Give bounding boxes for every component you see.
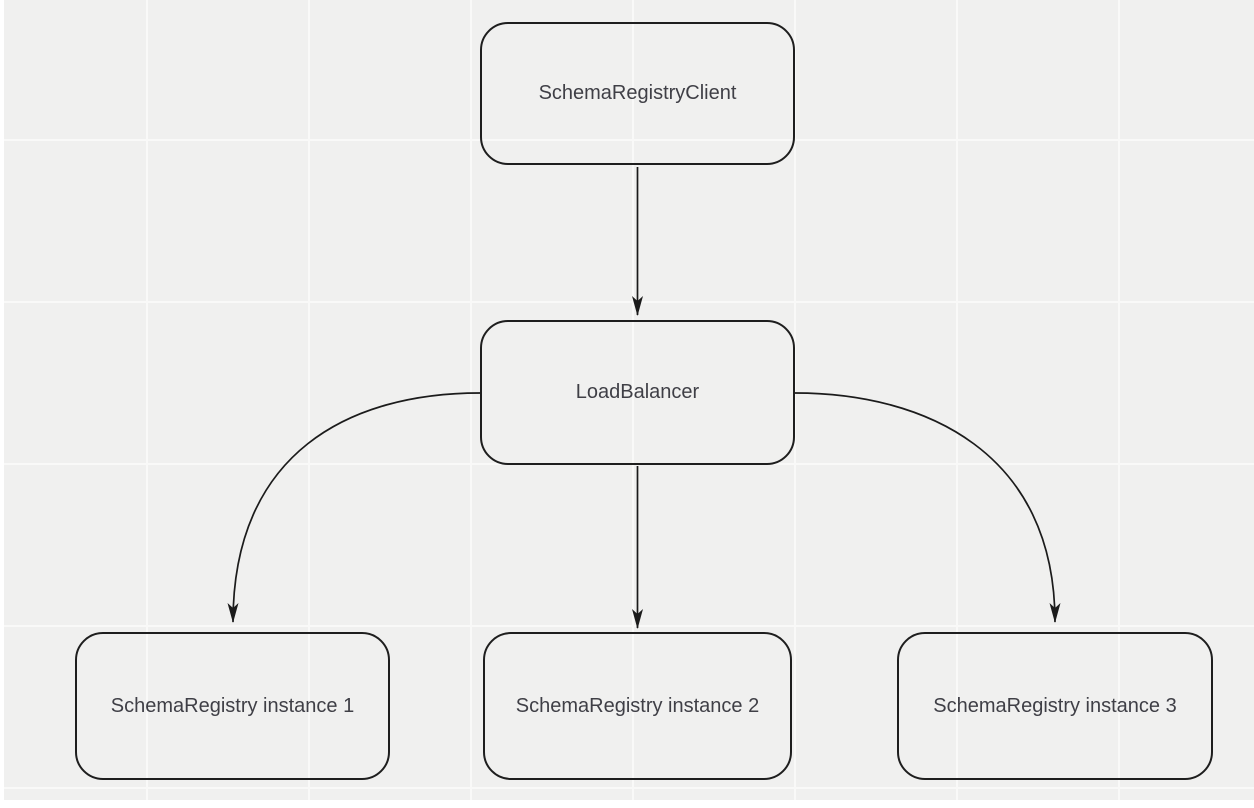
- node-schema-registry-instance-1[interactable]: SchemaRegistry instance 1: [75, 632, 390, 780]
- node-schema-registry-instance-2[interactable]: SchemaRegistry instance 2: [483, 632, 792, 780]
- canvas-bottom-edge: [0, 800, 1254, 808]
- edge-loadbalancer-to-instance1[interactable]: [227, 392, 481, 623]
- node-schema-registry-client[interactable]: SchemaRegistryClient: [480, 22, 795, 165]
- canvas-left-edge: [0, 0, 4, 808]
- node-label: SchemaRegistryClient: [538, 82, 737, 104]
- node-loadbalancer[interactable]: LoadBalancer: [480, 320, 795, 465]
- node-label: SchemaRegistry instance 3: [933, 694, 1177, 717]
- node-label: LoadBalancer: [575, 381, 700, 403]
- node-schema-registry-instance-3[interactable]: SchemaRegistry instance 3: [897, 632, 1213, 780]
- node-label: SchemaRegistry instance 1: [110, 694, 355, 717]
- edge-loadbalancer-to-instance3[interactable]: [794, 392, 1061, 623]
- node-label: SchemaRegistry instance 2: [515, 694, 760, 717]
